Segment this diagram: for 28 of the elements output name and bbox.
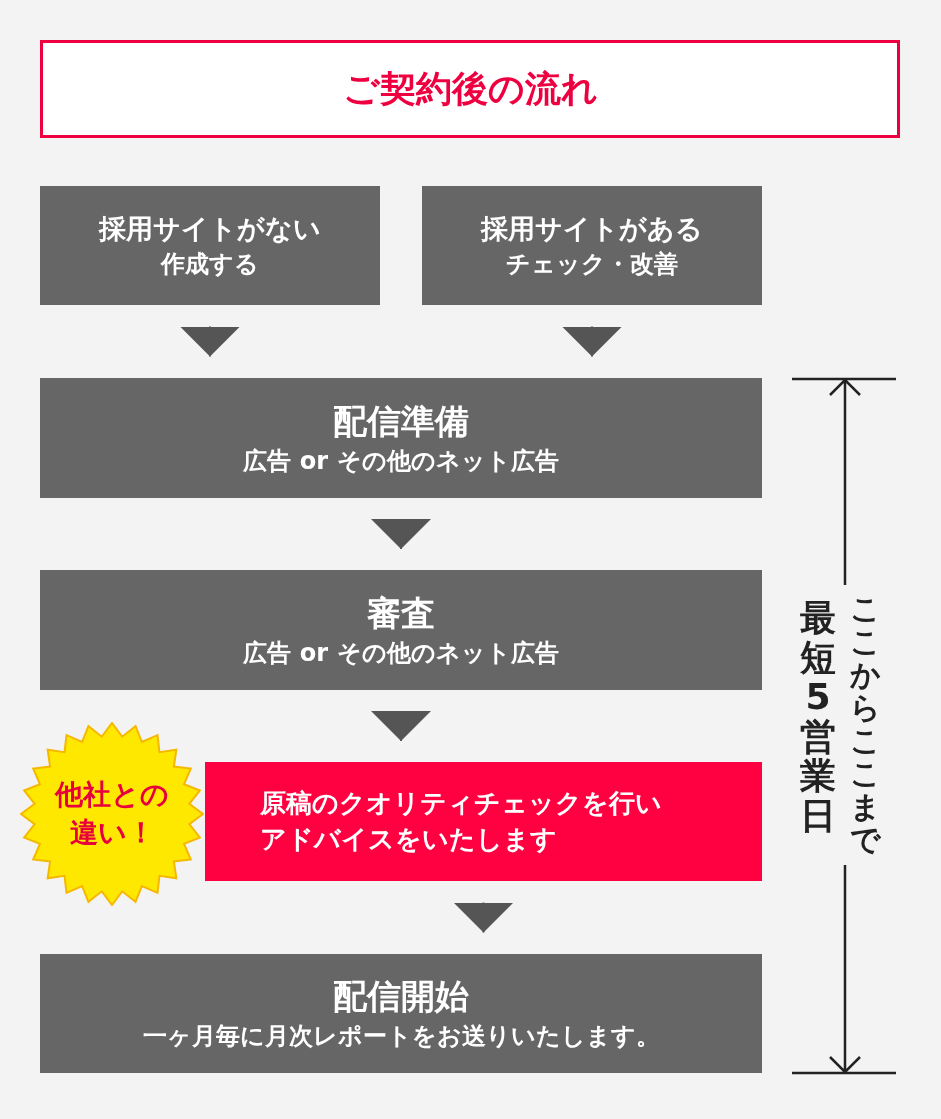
arrow <box>562 325 622 358</box>
arrow <box>371 518 431 550</box>
step-description: 広告 or その他のネット広告 <box>243 445 559 477</box>
step-heading: 配信開始 <box>333 975 469 1019</box>
step-heading: 採用サイトがある <box>481 212 703 247</box>
step-description: 一ヶ月毎に月次レポートをお送りいたします。 <box>142 1021 660 1053</box>
process-box <box>40 570 762 690</box>
highlight-box <box>205 762 762 881</box>
vertical-note: ここからここまで <box>850 592 880 856</box>
process-box <box>422 186 762 305</box>
badge-text: 他社との違い！ <box>53 777 170 851</box>
title-box <box>40 40 900 138</box>
step-description: 広告 or その他のネット広告 <box>243 637 559 669</box>
starburst-badge <box>20 722 204 906</box>
title-text: ご契約後の流れ <box>342 66 598 111</box>
arrow <box>453 901 514 934</box>
step-heading: 採用サイトがない <box>99 212 321 247</box>
arrow <box>371 710 431 742</box>
step-heading: 配信準備 <box>333 399 469 443</box>
step-description: 原稿のクオリティチェックを行いアドバイスをいたします <box>260 787 663 856</box>
process-box <box>40 378 762 498</box>
step-heading: 審査 <box>367 591 435 635</box>
step-description: チェック・改善 <box>506 248 678 280</box>
arrow <box>180 325 240 358</box>
vertical-note: 最短5営業日 <box>800 598 836 836</box>
step-description: 作成する <box>161 248 259 280</box>
process-box <box>40 186 380 305</box>
process-box <box>40 954 762 1073</box>
